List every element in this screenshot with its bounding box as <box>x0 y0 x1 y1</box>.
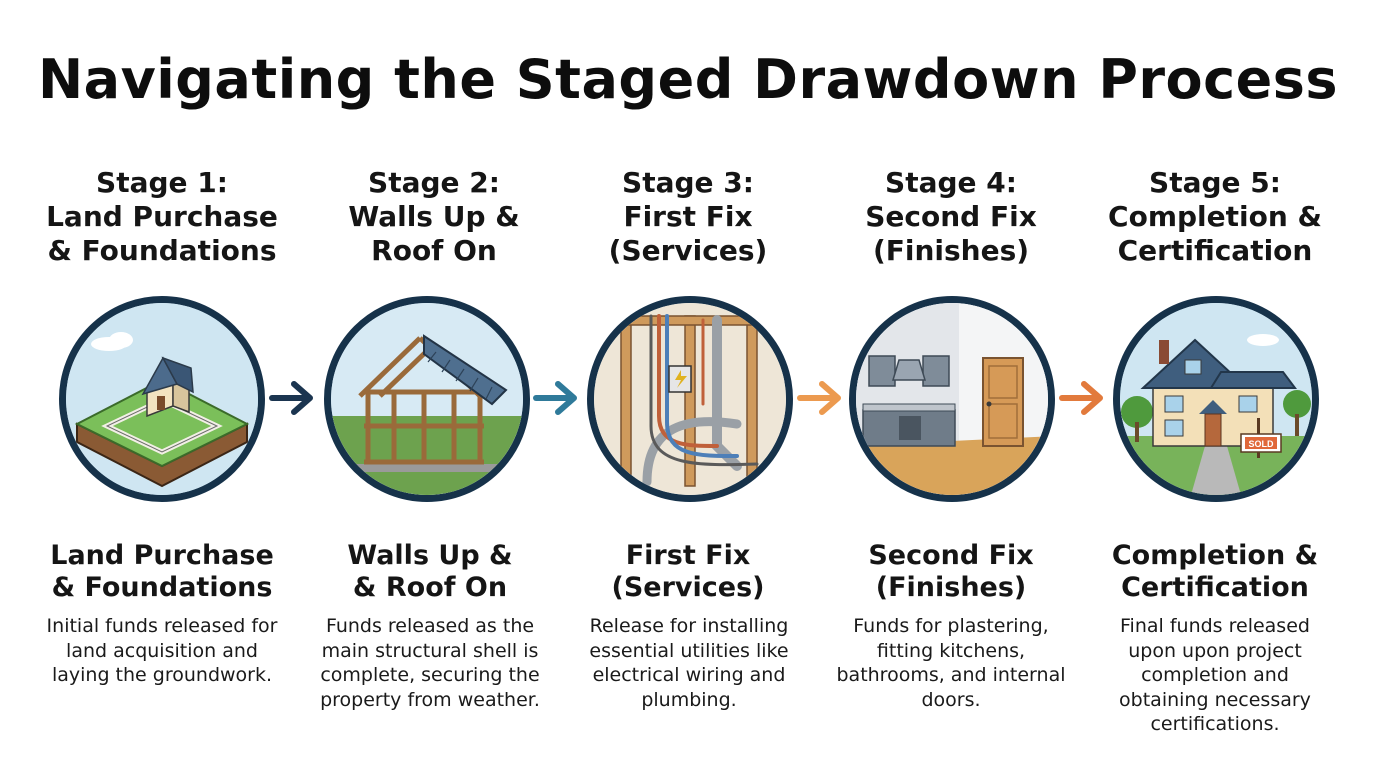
stage-1-header: Stage 1: Land Purchase & Foundations <box>37 166 287 268</box>
stage-3-summary-title: First Fix (Services) <box>558 540 818 604</box>
stage-4-title-line1: Second Fix <box>865 200 1037 233</box>
stage-5-header: Stage 5: Completion & Certification <box>1090 166 1340 268</box>
stage-4-title-line2: (Finishes) <box>872 234 1030 267</box>
sold-sign-text: SOLD <box>1248 439 1274 449</box>
land-foundation-icon <box>59 296 265 502</box>
stage-5-number: Stage 5: <box>1149 166 1281 199</box>
stage-5-summary-line1: Completion & <box>1111 540 1319 571</box>
wiring-plumbing-icon <box>587 296 793 502</box>
stage-4-description: Funds for plastering, fitting kitchens, … <box>836 615 1066 711</box>
stage-5-summary-title: Completion & Certification <box>1085 540 1345 604</box>
sold-house-icon: SOLD <box>1113 296 1319 502</box>
stage-2-title-line1: Walls Up & <box>348 200 520 233</box>
stage-1-summary-line1: Land Purchase <box>50 540 274 571</box>
kitchen-interior-icon <box>849 296 1055 502</box>
stage-3-title-line2: (Services) <box>608 234 768 267</box>
house-frame-icon <box>324 296 530 502</box>
stage-3-title-line1: First Fix <box>623 200 753 233</box>
stage-2-number: Stage 2: <box>368 166 500 199</box>
stage-4-summary-line2: (Finishes) <box>875 572 1027 603</box>
stage-3-summary-line2: (Services) <box>611 572 765 603</box>
stage-5-description: Final funds released upon upon project c… <box>1119 615 1311 735</box>
stage-1-summary-title: Land Purchase & Foundations <box>32 540 292 604</box>
stage-3-number: Stage 3: <box>622 166 754 199</box>
arrow-right-icon-2 <box>533 381 577 415</box>
stage-4-header: Stage 4: Second Fix (Finishes) <box>826 166 1076 268</box>
stage-4-summary-title: Second Fix (Finishes) <box>821 540 1081 604</box>
stage-3-description: Release for installing essential utiliti… <box>589 615 789 711</box>
stage-2-description: Funds released as the main structural sh… <box>320 615 540 711</box>
page-title: Navigating the Staged Drawdown Process <box>37 48 1339 111</box>
stage-3-summary-line1: First Fix <box>625 540 751 571</box>
stage-1-title-line1: Land Purchase <box>46 200 278 233</box>
stage-1-number: Stage 1: <box>96 166 228 199</box>
stage-4-summary-line1: Second Fix <box>868 540 1034 571</box>
stage-3-header: Stage 3: First Fix (Services) <box>563 166 813 268</box>
arrow-right-icon-4 <box>1059 381 1103 415</box>
stage-2-title-line2: Roof On <box>371 234 497 267</box>
stage-1-title-line2: & Foundations <box>47 234 277 267</box>
arrow-right-icon-3 <box>797 381 841 415</box>
stage-4-number: Stage 4: <box>885 166 1017 199</box>
stage-2-summary-line1: Walls Up & <box>347 540 513 571</box>
stage-1-description: Initial funds released for land acquisit… <box>46 615 278 686</box>
stage-1-summary-line2: & Foundations <box>51 572 273 603</box>
stage-2-header: Stage 2: Walls Up & Roof On <box>309 166 559 268</box>
stage-2-summary-line2: & Roof On <box>352 572 508 603</box>
stage-5-title-line2: Certification <box>1117 234 1313 267</box>
stage-5-summary-line2: Certification <box>1121 572 1309 603</box>
stage-5-title-line1: Completion & <box>1108 200 1322 233</box>
arrow-right-icon-1 <box>269 381 313 415</box>
stage-2-summary-title: Walls Up & & Roof On <box>300 540 560 604</box>
